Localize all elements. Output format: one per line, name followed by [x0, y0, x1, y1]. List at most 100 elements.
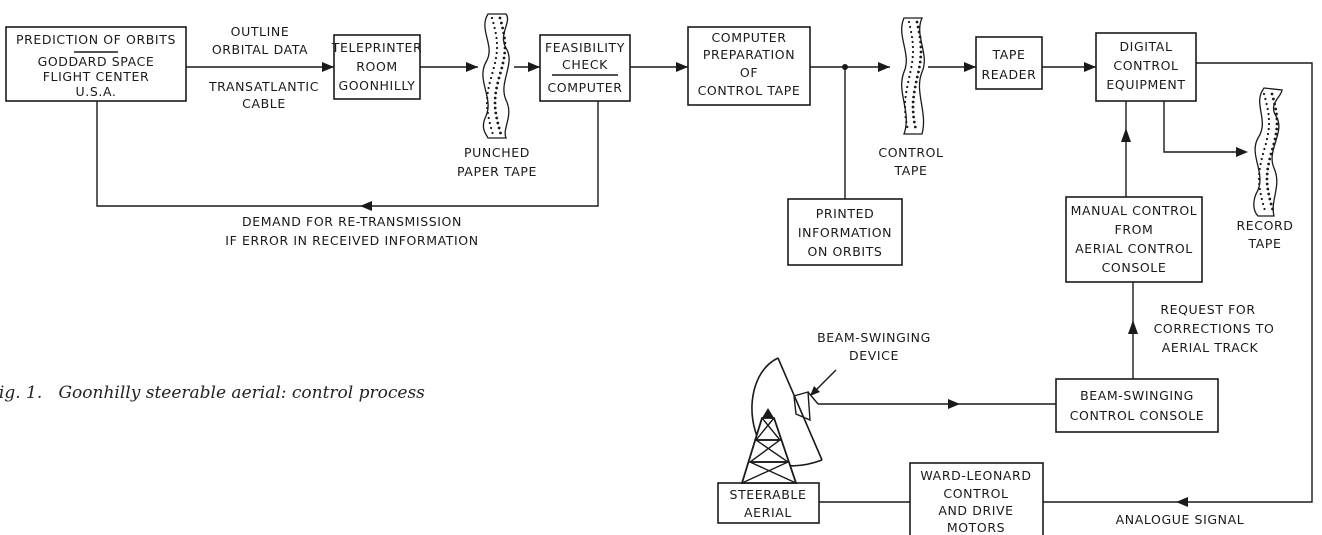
control-tape-icon [901, 17, 925, 135]
box-text: DIGITAL [1119, 39, 1172, 54]
tape-hole [492, 66, 495, 70]
label-outline-2: ORBITAL DATA [212, 42, 308, 57]
tape-hole [913, 125, 917, 129]
tape-hole [1267, 127, 1270, 131]
tape-hole [1275, 127, 1279, 131]
tape-hole [486, 91, 489, 95]
tape-hole [911, 50, 915, 54]
tape-hole [913, 85, 917, 89]
box-steerable-aerial-frame [717, 482, 820, 524]
tape-hole [1258, 182, 1261, 186]
arrowhead [1128, 320, 1138, 334]
tape-hole [1275, 117, 1279, 121]
tape-shape [901, 17, 925, 135]
box-computer-prep-frame [687, 26, 811, 106]
arrowhead [1236, 147, 1248, 157]
box-text: U.S.A. [76, 84, 117, 99]
box-text: FEASIBILITY [545, 40, 625, 55]
tape-hole [911, 40, 914, 44]
tape-hole [490, 16, 494, 20]
tape-hole [493, 61, 497, 65]
tape-hole [911, 100, 915, 104]
tape-hole [493, 101, 497, 105]
tape-hole [1258, 172, 1261, 176]
tape-hole [1265, 182, 1269, 186]
tape-hole [494, 56, 498, 60]
box-text: COMPUTER [711, 30, 786, 45]
tape-hole [909, 25, 912, 29]
tape-hole [909, 70, 912, 74]
tape-hole [904, 100, 907, 104]
tower-top [762, 408, 774, 418]
arrowhead [878, 62, 890, 72]
tape-hole [1275, 122, 1279, 126]
tape-hole [912, 120, 916, 124]
tape-hole [916, 25, 920, 29]
tape-hole [1271, 147, 1274, 151]
tape-hole [903, 105, 907, 109]
label-punched-2: PAPER TAPE [457, 164, 537, 179]
tape-shape [1253, 87, 1283, 217]
tape-hole [1269, 152, 1273, 156]
box-feasibility-frame [539, 34, 631, 102]
tape-hole [918, 65, 921, 69]
tape-hole [502, 56, 506, 60]
box-digital-control: DIGITAL CONTROL EQUIPMENT [1095, 32, 1197, 102]
label-request-1: REQUEST FOR [1160, 302, 1255, 317]
tape-hole [499, 71, 502, 75]
box-text: BEAM-SWINGING [1080, 388, 1194, 403]
label-demand-1: DEMAND FOR RE-TRANSMISSION [242, 214, 462, 229]
tape-hole [493, 106, 497, 110]
box-text: AERIAL CONTROL [1075, 241, 1193, 256]
tape-hole [487, 116, 490, 120]
tape-hole [1262, 92, 1266, 96]
box-digital-control-frame [1095, 32, 1197, 102]
arrowhead [676, 62, 688, 72]
box-text: CONSOLE [1102, 260, 1167, 275]
tape-hole [1263, 207, 1266, 211]
label-control-tape-2: TAPE [893, 163, 927, 178]
beam-device-frame [793, 391, 811, 422]
tape-hole [496, 81, 500, 85]
box-text: STEERABLE [730, 487, 807, 502]
box-text: OF [740, 65, 758, 80]
label-beam-device-1: BEAM-SWINGING [817, 330, 931, 345]
tape-hole [1264, 97, 1267, 101]
tape-hole [495, 51, 498, 55]
tape-hole [1267, 162, 1270, 166]
box-prediction-frame [5, 26, 187, 102]
arrowhead [810, 386, 820, 396]
line-digital-to-ward [1180, 62, 1313, 503]
tape-hole [1274, 132, 1278, 136]
tape-hole [1263, 147, 1266, 151]
box-text: CONTROL CONSOLE [1070, 408, 1205, 423]
tape-hole [1260, 197, 1263, 201]
tape-hole [1265, 172, 1269, 176]
arrowhead [322, 62, 334, 72]
label-outline-1: OUTLINE [231, 24, 290, 39]
tape-hole [918, 60, 922, 64]
tape-hole [1260, 157, 1263, 161]
tape-hole [1267, 117, 1270, 121]
tape-hole [915, 75, 919, 79]
box-text: CONTROL [1113, 58, 1178, 73]
box-text: CONTROL TAPE [698, 83, 801, 98]
tape-hole [911, 45, 915, 49]
box-text: CONTROL [943, 486, 1008, 501]
box-printed-info-frame [787, 198, 903, 266]
tape-hole [503, 51, 507, 55]
tape-hole [485, 101, 489, 105]
tape-hole [1266, 187, 1270, 191]
label-demand-2: IF ERROR IN RECEIVED INFORMATION [225, 233, 478, 248]
tape-hole [494, 91, 498, 95]
tape-hole [490, 126, 493, 130]
label-beam-device-2: DEVICE [849, 348, 899, 363]
line-digital-to-record [1163, 101, 1244, 153]
tape-hole [1262, 202, 1265, 206]
tape-hole [486, 111, 489, 115]
box-text: ON ORBITS [808, 244, 883, 259]
tape-hole [502, 31, 506, 35]
box-text: GODDARD SPACE [38, 54, 155, 69]
box-text: EQUIPMENT [1106, 77, 1185, 92]
